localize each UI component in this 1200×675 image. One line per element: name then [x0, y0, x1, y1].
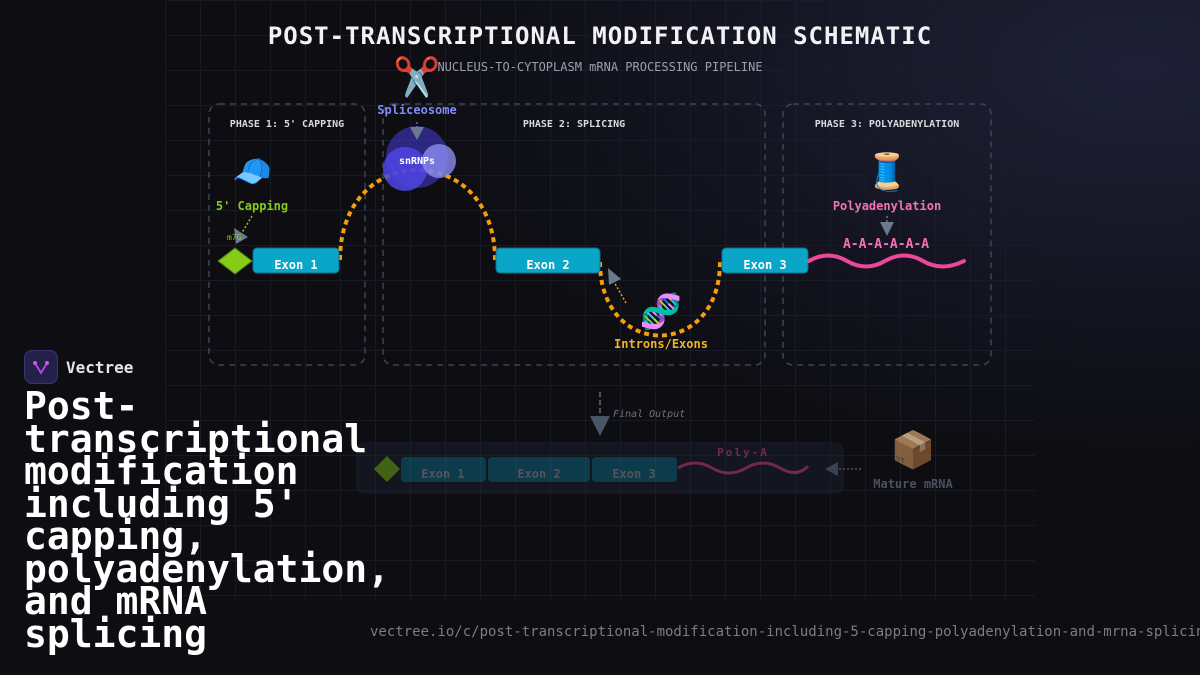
introns-label: Introns/Exons	[614, 337, 708, 351]
spliceosome-label: Spliceosome	[377, 103, 456, 117]
diagram-title: POST-TRANSCRIPTIONAL MODIFICATION SCHEMA…	[268, 22, 932, 50]
exon-2-label: Exon 2	[526, 258, 569, 272]
page-title: Post-transcriptional modification includ…	[24, 384, 391, 656]
polya-sequence: A-A-A-A-A-A	[843, 237, 929, 252]
mature-exon-3: Exon 3	[612, 467, 655, 481]
spliceosome-arrow	[410, 127, 424, 140]
dna-icon: 🧬	[640, 291, 682, 332]
cap-arrow-line	[239, 215, 253, 237]
mature-polya-label: Poly-A	[717, 446, 769, 459]
exon-1-label: Exon 1	[274, 258, 317, 272]
phase-3-label: PHASE 3: POLYADENYLATION	[815, 119, 960, 130]
mature-mrna-label: Mature mRNA	[873, 477, 953, 491]
phase-2-label: PHASE 2: SPLICING	[523, 119, 625, 130]
cap-diamond	[217, 247, 253, 275]
phase-2-box	[382, 103, 766, 366]
polyadenylation-arrow	[880, 222, 894, 236]
spliceosome-small-subunit	[383, 147, 427, 191]
intron-arrow	[608, 268, 621, 285]
snrnps-label: snRNPs	[399, 156, 435, 167]
spliceosome-snrnp	[422, 144, 456, 178]
brand: Vectree	[24, 350, 133, 384]
phase-1-label: PHASE 1: 5' CAPPING	[230, 119, 344, 130]
polyadenylation-label: Polyadenylation	[833, 199, 941, 213]
scissors-icon: ✂️	[393, 54, 440, 99]
mature-exon-2: Exon 2	[517, 467, 560, 481]
cap-arrow-head	[234, 228, 248, 244]
exon-1	[252, 247, 340, 274]
brand-name: Vectree	[66, 357, 134, 377]
cap-icon: 🧢	[232, 152, 272, 190]
mature-mrna: Exon 1 Exon 2 Exon 3 Poly-A	[356, 442, 844, 494]
mature-arrow	[825, 462, 838, 476]
exon-2	[495, 247, 601, 274]
polya-tail	[807, 253, 966, 269]
final-output-label: Final Output	[613, 409, 685, 420]
spool-icon: 🧵	[865, 151, 910, 193]
grid-background	[165, 0, 1035, 600]
exon-3-label: Exon 3	[743, 258, 786, 272]
capping-label: 5' Capping	[216, 199, 288, 213]
mature-exon-1: Exon 1	[421, 467, 464, 481]
package-icon: 📦	[891, 429, 936, 471]
page-url[interactable]: vectree.io/c/post-transcriptional-modifi…	[370, 624, 1200, 640]
phase-1-box	[208, 103, 366, 366]
final-output-arrow	[590, 416, 610, 436]
cap-mark: m7G	[227, 233, 242, 242]
phase-3-box	[782, 103, 992, 366]
diagram-subtitle: NUCLEUS-TO-CYTOPLASM mRNA PROCESSING PIP…	[437, 60, 762, 74]
vectree-logo-icon	[24, 350, 58, 384]
